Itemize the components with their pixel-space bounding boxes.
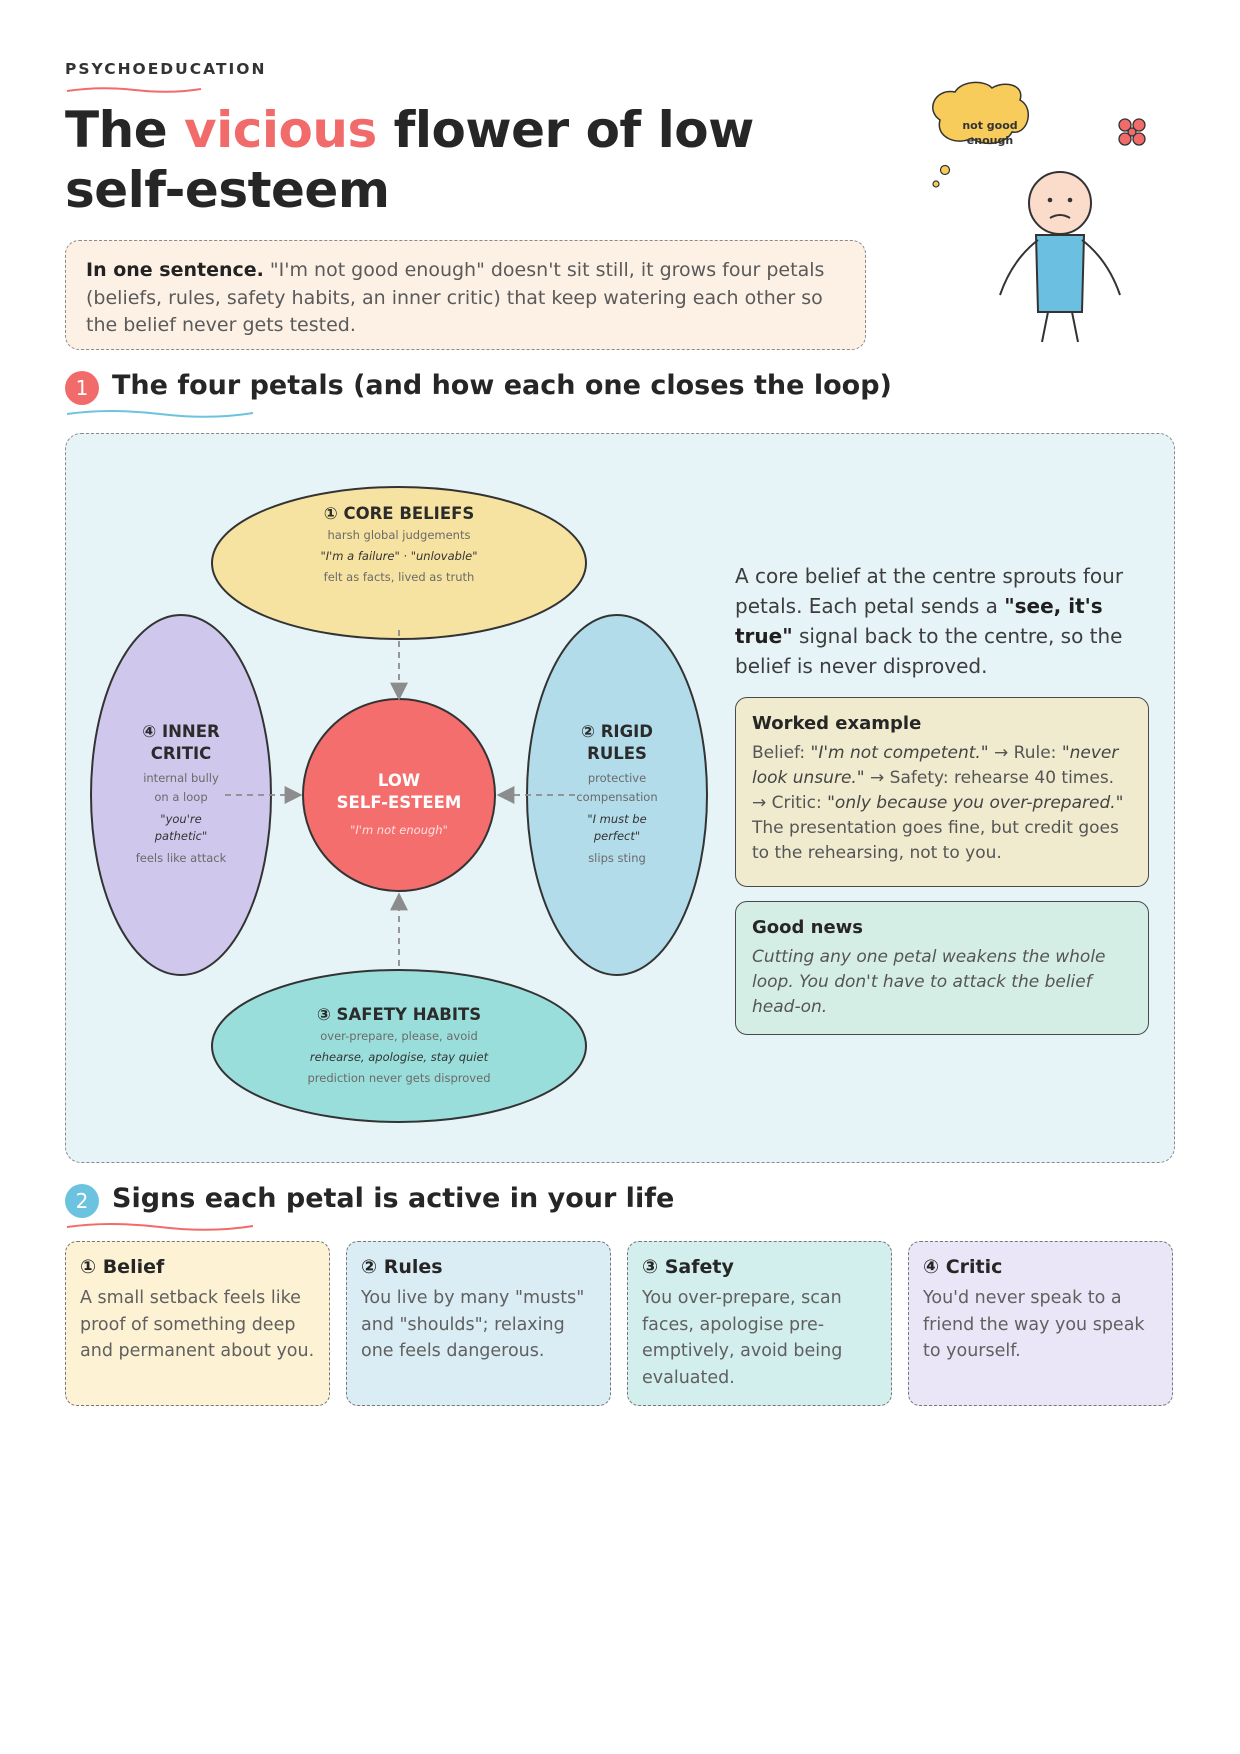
we-belief-label: Belief: [752, 743, 811, 763]
summary-box: In one sentence. "I'm not good enough" d… [65, 240, 866, 350]
sign-rules-title: ② Rules [361, 1256, 443, 1278]
section1-underline [66, 410, 254, 418]
inner-critic-text: ④ INNER CRITIC internal bully on a loop … [116, 721, 246, 868]
we-critic-quote: "only because you over-prepared." [827, 793, 1124, 813]
section2-underline [66, 1223, 254, 1231]
center-text: LOW SELF-ESTEEM "I'm not enough" [309, 770, 489, 841]
safety-habits-line3: prediction never gets disproved [307, 1071, 491, 1085]
rigid-rules-title-1: ② RIGID [581, 722, 653, 741]
core-beliefs-title: ① CORE BELIEFS [323, 504, 475, 523]
sign-belief-body: A small setback feels like proof of some… [80, 1288, 315, 1361]
thought-bubble-text: not good enough [962, 119, 1018, 147]
good-news-title: Good news [752, 917, 864, 938]
page-title: The vicious flower of low self-esteem [65, 100, 785, 220]
safety-habits-line2: rehearse, apologise, stay quiet [309, 1050, 489, 1064]
inner-critic-title-2: CRITIC [150, 744, 212, 763]
sign-belief-title: ① Belief [80, 1256, 165, 1278]
core-beliefs-petal [211, 486, 587, 640]
we-belief-quote: "I'm not competent." [810, 743, 989, 763]
center-title-2: SELF-ESTEEM [336, 793, 462, 812]
summary-text: "I'm not good enough" doesn't sit still,… [86, 259, 825, 336]
eyebrow-underline [66, 87, 202, 93]
sign-safety-title: ③ Safety [642, 1256, 734, 1278]
section1-badge: 1 [65, 371, 99, 405]
inner-critic-line4: pathetic" [154, 829, 208, 843]
inner-critic-line3: "you're [160, 812, 202, 826]
sign-card-belief: ① Belief A small setback feels like proo… [65, 1241, 330, 1406]
safety-habits-title: ③ SAFETY HABITS [316, 1005, 482, 1024]
good-news-card: Good news Cutting any one petal weakens … [735, 901, 1149, 1035]
core-beliefs-line3: felt as facts, lived as truth [323, 570, 475, 584]
safety-habits-text: ③ SAFETY HABITS over-prepare, please, av… [239, 1004, 559, 1089]
sign-card-rules: ② Rules You live by many "musts" and "sh… [346, 1241, 611, 1406]
rigid-rules-line4: perfect" [593, 829, 641, 843]
worked-example-title: Worked example [752, 713, 922, 734]
inner-critic-title-1: ④ INNER [142, 722, 220, 741]
sign-rules-body: You live by many "musts" and "shoulds"; … [361, 1288, 585, 1361]
we-safety-label: → Safety: rehearse 40 times. → Critic: [752, 768, 1115, 813]
we-rule-label: → Rule: [988, 743, 1062, 763]
sign-safety-body: You over-prepare, scan faces, apologise … [642, 1288, 843, 1388]
rigid-rules-text: ② RIGID RULES protective compensation "I… [552, 721, 682, 868]
section2-title: Signs each petal is active in your life [112, 1183, 675, 1214]
inner-critic-line2: on a loop [154, 790, 208, 804]
title-highlight: vicious [184, 101, 377, 159]
center-title-1: LOW [377, 771, 421, 790]
thought-bubble [932, 81, 1030, 188]
rigid-rules-line1: protective [587, 771, 647, 785]
center-subtitle: "I'm not enough" [350, 823, 448, 837]
we-outcome: The presentation goes fine, but credit g… [752, 818, 1119, 863]
rigid-rules-line2: compensation [576, 790, 658, 804]
explanation-bold: "see, it's true" [735, 594, 1103, 648]
we-rule-quote: "never look unsure." [752, 743, 1119, 788]
eyebrow-label: PSYCHOEDUCATION [65, 60, 267, 78]
worked-example-body: Belief: "I'm not competent." → Rule: "ne… [752, 741, 1132, 866]
stick-figure-illustration [932, 81, 1146, 343]
worked-example-card: Worked example Belief: "I'm not competen… [735, 697, 1149, 887]
sign-critic-title: ④ Critic [923, 1256, 1003, 1278]
safety-habits-petal [211, 969, 587, 1123]
explanation-part1: A core belief at the centre sprouts four… [735, 564, 1124, 618]
flower-icon [1118, 118, 1146, 146]
inner-critic-line1: internal bully [143, 771, 219, 785]
core-beliefs-line1: harsh global judgements [327, 528, 471, 542]
rigid-rules-title-2: RULES [587, 744, 647, 763]
core-beliefs-line2: "I'm a failure" · "unlovable" [320, 549, 478, 563]
section2-badge: 2 [65, 1184, 99, 1218]
rigid-rules-line5: slips sting [588, 851, 646, 865]
title-part2: flower of low self-esteem [65, 101, 754, 219]
title-part1: The [65, 101, 185, 159]
diagram-explanation: A core belief at the centre sprouts four… [735, 561, 1145, 681]
sign-card-safety: ③ Safety You over-prepare, scan faces, a… [627, 1241, 892, 1406]
sign-card-critic: ④ Critic You'd never speak to a friend t… [908, 1241, 1173, 1406]
inner-critic-line5: feels like attack [135, 851, 227, 865]
sad-person [999, 171, 1121, 343]
explanation-part2: signal back to the centre, so the belief… [735, 624, 1123, 678]
rigid-rules-line3: "I must be [587, 812, 647, 826]
sign-critic-body: You'd never speak to a friend the way yo… [923, 1288, 1145, 1361]
safety-habits-line1: over-prepare, please, avoid [320, 1029, 478, 1043]
vicious-flower-diagram [90, 486, 708, 1123]
good-news-body: Cutting any one petal weakens the whole … [752, 947, 1106, 1017]
section1-title: The four petals (and how each one closes… [112, 370, 892, 401]
summary-lead: In one sentence. [86, 259, 264, 281]
core-beliefs-text: ① CORE BELIEFS harsh global judgements "… [239, 503, 559, 588]
